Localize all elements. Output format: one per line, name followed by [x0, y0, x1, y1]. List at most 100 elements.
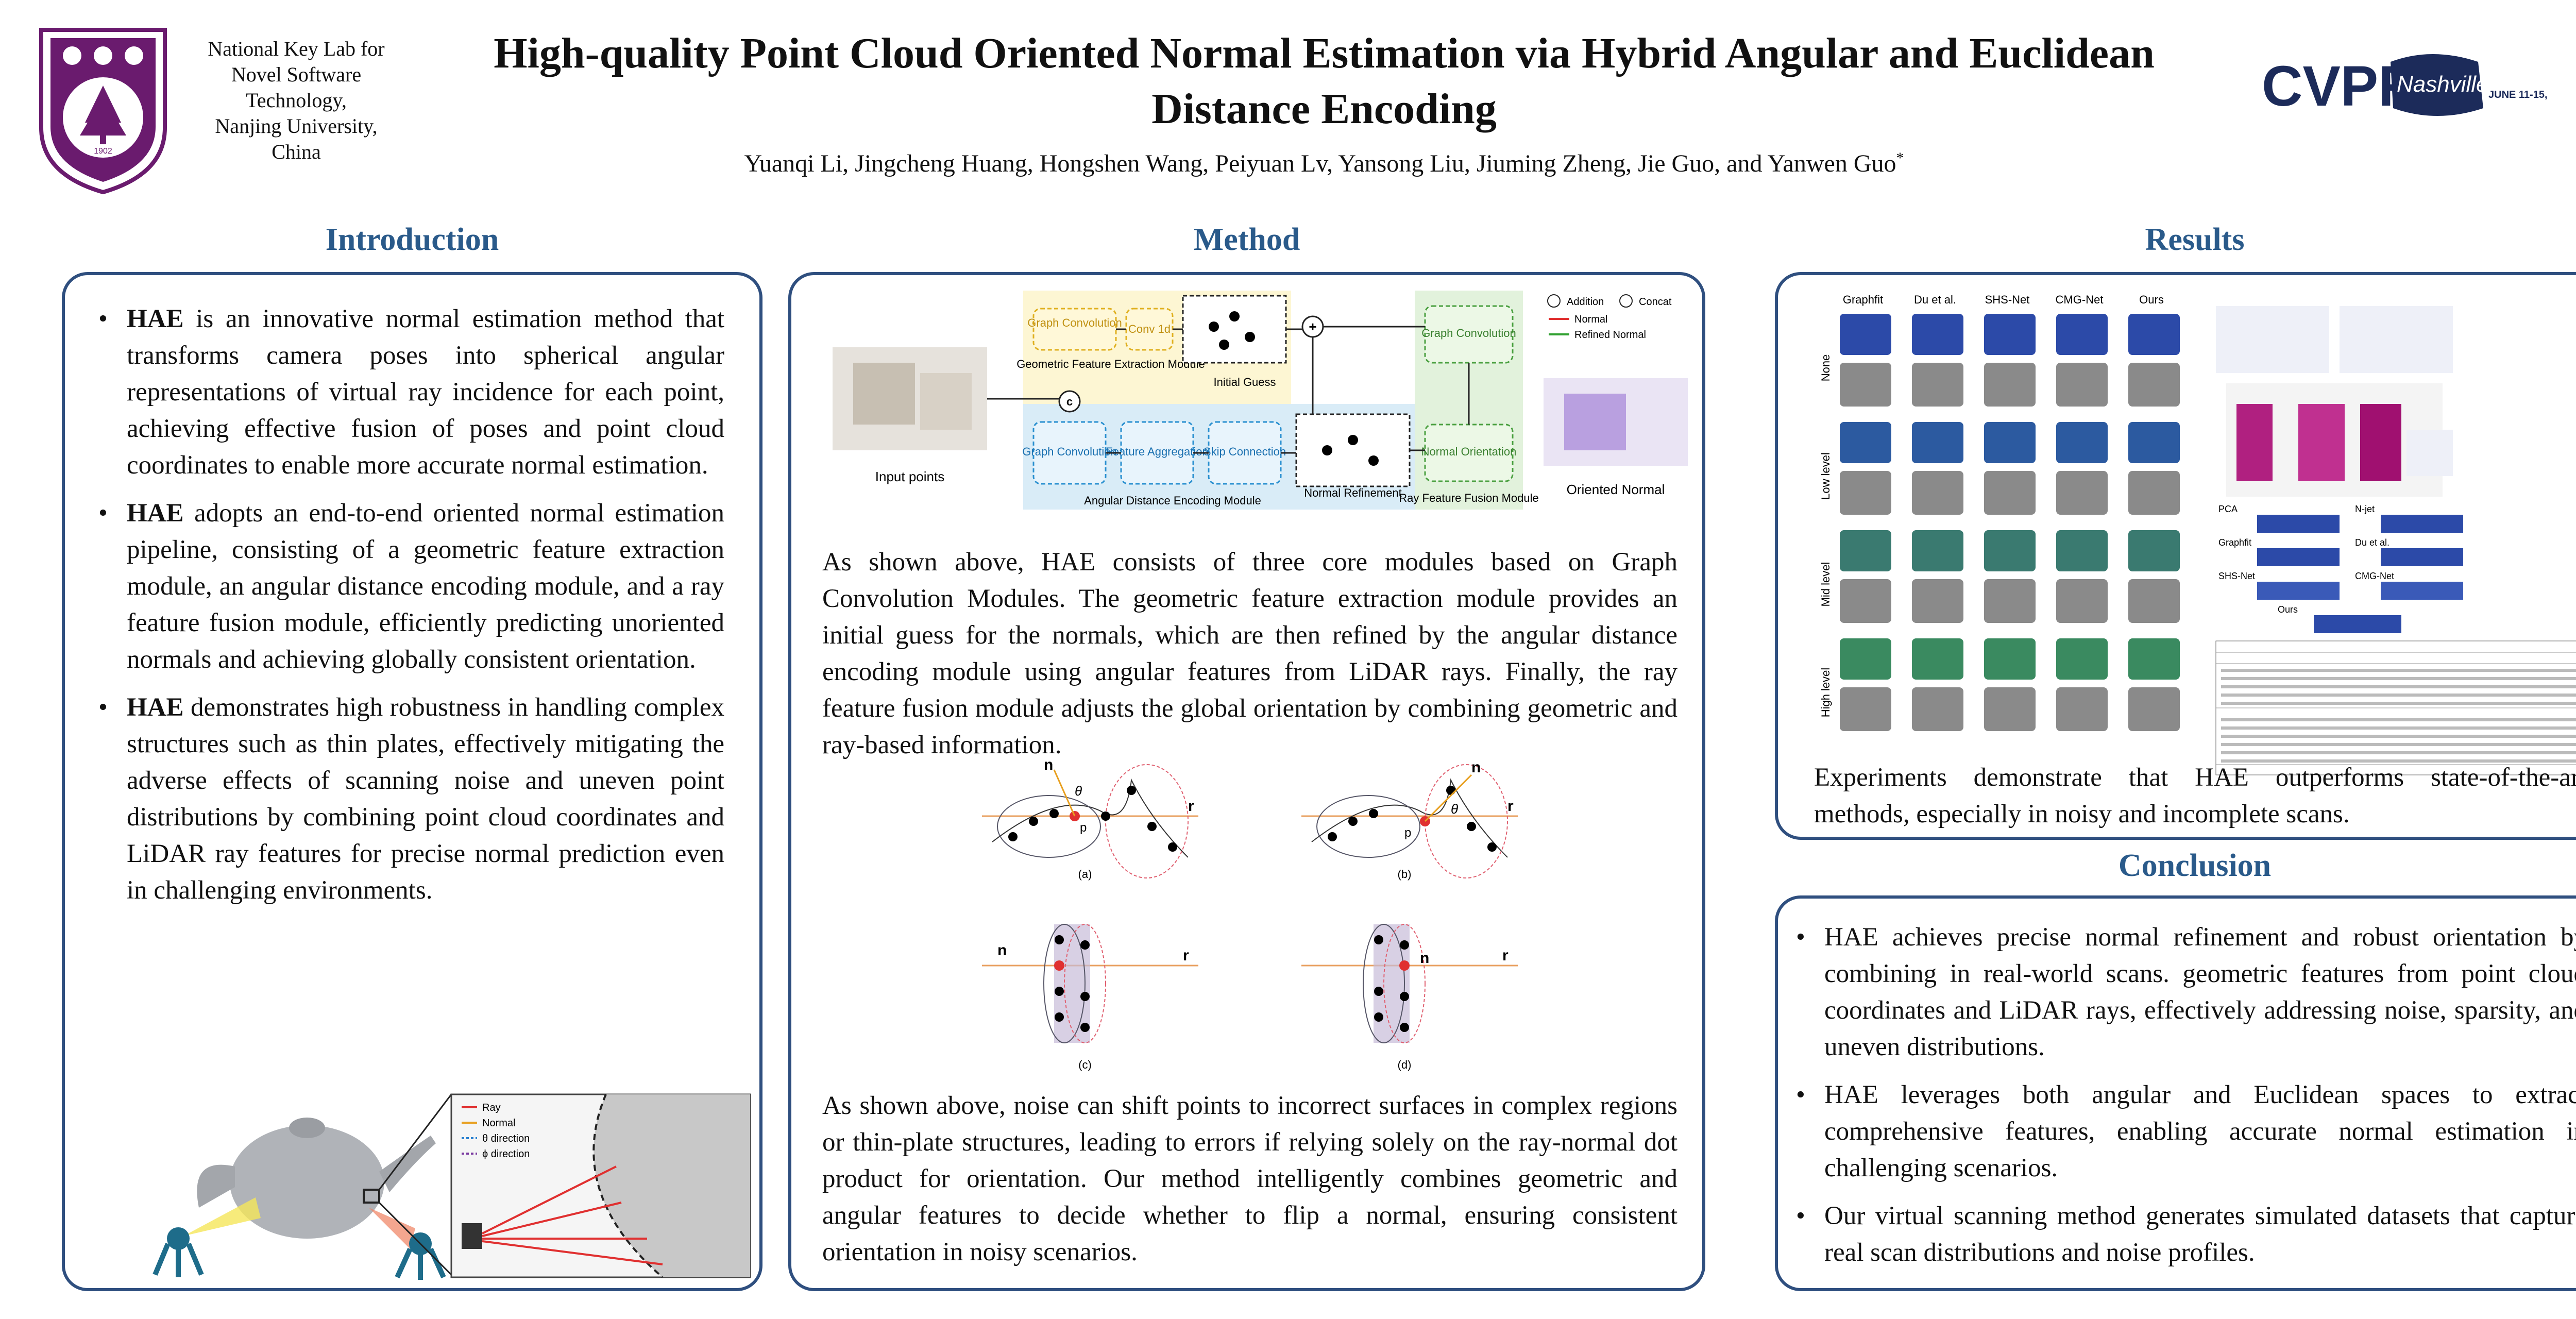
caption-a: (a): [1078, 868, 1092, 881]
lab-affiliation: National Key Lab for Novel Software Tech…: [185, 36, 407, 165]
label-cmgnet-strip: CMG-Net: [2355, 571, 2394, 581]
intro-bullet: HAE is an innovative normal estimation m…: [98, 301, 724, 484]
input-points-image: [833, 347, 987, 450]
conclusion-bullet: Our virtual scanning method generates si…: [1796, 1198, 2576, 1271]
results-figure: Graphfit Du et al. SHS-Net CMG-Net Ours …: [1819, 293, 2576, 775]
legend-concat: Concat: [1639, 296, 1672, 308]
normal-refinement-label: Normal Refinement: [1304, 486, 1402, 499]
addition-node: +: [1309, 319, 1316, 334]
label-shsnet-strip: SHS-Net: [2218, 571, 2255, 581]
author-list: Yuanqi Li, Jingcheng Huang, Hongshen Wan…: [422, 149, 2226, 178]
pipeline-diagram: Input points Graph Convolution Conv 1d G…: [833, 291, 1688, 510]
rff-graph-conv: Graph Convolution: [1421, 327, 1516, 340]
diagram-b: n r p θ (b): [1301, 759, 1518, 881]
scene-figure: [2216, 306, 2453, 497]
quantitative-table: [2215, 640, 2576, 775]
row-low: Low level: [1819, 452, 1832, 500]
cvpr-dates: JUNE 11-15, 2025: [2488, 89, 2550, 100]
skip-connection-box: Skip Connection: [1204, 445, 1286, 458]
label-ray-d: r: [1502, 947, 1509, 964]
noise-orientation-diagrams: n r p θ (a) n r p θ (b) n r (c): [982, 759, 1518, 1071]
introduction-panel: HAE is an innovative normal estimation m…: [62, 272, 762, 1291]
gfe-graph-conv: Graph Convolution: [1027, 316, 1122, 329]
label-normal-a: n: [1044, 759, 1053, 773]
label-ours-strip: Ours: [2278, 604, 2298, 615]
label-ray-a: r: [1188, 798, 1194, 815]
output-label: Oriented Normal: [1567, 482, 1665, 497]
label-du-strip: Du et al.: [2355, 537, 2389, 548]
col-shsnet: SHS-Net: [1985, 293, 2030, 306]
legend-normal: Normal: [482, 1118, 515, 1129]
normal-orientation-box: Normal Orientation: [1421, 445, 1517, 458]
bullet-keyword: HAE: [127, 305, 184, 333]
row-mid: Mid level: [1819, 562, 1832, 607]
method-paragraph-1: As shown above, HAE consists of three co…: [822, 548, 1677, 759]
method-comparison-strips: PCA N-jet Graphfit Du et al. SHS-Net CMG…: [2218, 504, 2463, 633]
oriented-normal-image: [1544, 378, 1688, 466]
bullet-text: adopts an end-to-end oriented normal est…: [127, 499, 724, 674]
label-njet: N-jet: [2355, 504, 2375, 514]
results-grid-thumbnails: [1840, 314, 2180, 731]
legend-addition: Addition: [1567, 296, 1604, 308]
conclusion-bullet: HAE achieves precise normal refinement a…: [1796, 919, 2576, 1066]
method-panel: Input points Graph Convolution Conv 1d G…: [788, 272, 1705, 1291]
label-theta-b: θ: [1451, 801, 1458, 817]
results-text: Experiments demonstrate that HAE outperf…: [1814, 763, 2576, 828]
caption-d: (d): [1398, 1058, 1412, 1071]
bullet-text: is an innovative normal estimation metho…: [127, 305, 724, 480]
feature-aggregation-box: Feature Aggregation: [1106, 445, 1208, 458]
row-none: None: [1819, 354, 1832, 382]
logo-year: 1902: [94, 147, 112, 156]
title-line-1: High-quality Point Cloud Oriented Normal…: [494, 29, 2155, 77]
gfe-module-label: Geometric Feature Extraction Module: [1016, 358, 1205, 370]
conclusion-panel: HAE achieves precise normal refinement a…: [1775, 895, 2576, 1291]
bullet-keyword: HAE: [127, 499, 184, 528]
cvpr-city: Nashville: [2397, 72, 2489, 97]
results-heading: Results: [2145, 222, 2245, 257]
method-heading: Method: [1193, 222, 1300, 257]
label-ray-b: r: [1507, 798, 1514, 815]
col-graphfit: Graphfit: [1843, 293, 1883, 306]
bullet-keyword: HAE: [127, 693, 184, 722]
lab-line: Technology,: [246, 89, 347, 112]
label-normal-b: n: [1471, 759, 1481, 776]
label-point-b: p: [1404, 826, 1411, 840]
conclusion-heading: Conclusion: [2118, 848, 2272, 883]
scanner-left-icon: [152, 1227, 204, 1277]
lab-line: China: [272, 140, 321, 163]
col-ours: Ours: [2139, 293, 2164, 306]
label-pca: PCA: [2218, 504, 2238, 514]
legend-phi: ϕ direction: [482, 1148, 530, 1160]
concat-node: c: [1066, 395, 1073, 408]
teapot-scanning-figure: Ray Normal θ direction ϕ direction: [152, 1093, 751, 1280]
initial-guess-label: Initial Guess: [1213, 376, 1276, 388]
authors-text: Yuanqi Li, Jingcheng Huang, Hongshen Wan…: [744, 150, 1896, 177]
lab-line: Novel Software: [231, 63, 362, 86]
legend-normal-arrow: Normal: [1574, 314, 1607, 325]
poster-title: High-quality Point Cloud Oriented Normal…: [422, 26, 2226, 137]
conv1d-box: Conv 1d: [1128, 323, 1171, 335]
caption-c: (c): [1078, 1058, 1092, 1071]
conclusion-bullet: HAE leverages both angular and Euclidean…: [1796, 1077, 2576, 1187]
lab-line: National Key Lab for: [208, 37, 385, 60]
intro-bullet: HAE adopts an end-to-end oriented normal…: [98, 495, 724, 678]
label-theta-a: θ: [1075, 783, 1082, 799]
ade-module-label: Angular Distance Encoding Module: [1084, 494, 1261, 507]
title-line-2: Distance Encoding: [1151, 85, 1497, 133]
col-du: Du et al.: [1914, 293, 1956, 306]
rff-module-label: Ray Feature Fusion Module: [1399, 492, 1538, 504]
diagram-d: n r (d): [1301, 924, 1518, 1071]
legend-refined-arrow: Refined Normal: [1574, 329, 1646, 341]
label-point-a: p: [1080, 821, 1087, 835]
legend-ray: Ray: [482, 1102, 501, 1113]
label-ray-c: r: [1183, 947, 1189, 964]
col-cmgnet: CMG-Net: [2056, 293, 2104, 306]
label-normal-d: n: [1420, 950, 1429, 967]
lab-line: Nanjing University,: [215, 114, 378, 138]
method-paragraph-2: As shown above, noise can shift points t…: [822, 1091, 1677, 1266]
intro-bullet: HAE demonstrates high robustness in hand…: [98, 689, 724, 909]
diagram-c: n r (c): [982, 924, 1198, 1071]
introduction-heading: Introduction: [325, 222, 499, 257]
ade-graph-conv: Graph Convolution: [1022, 445, 1116, 458]
cvpr-logo: CVPR Nashville JUNE 11-15, 2025: [2262, 54, 2550, 118]
